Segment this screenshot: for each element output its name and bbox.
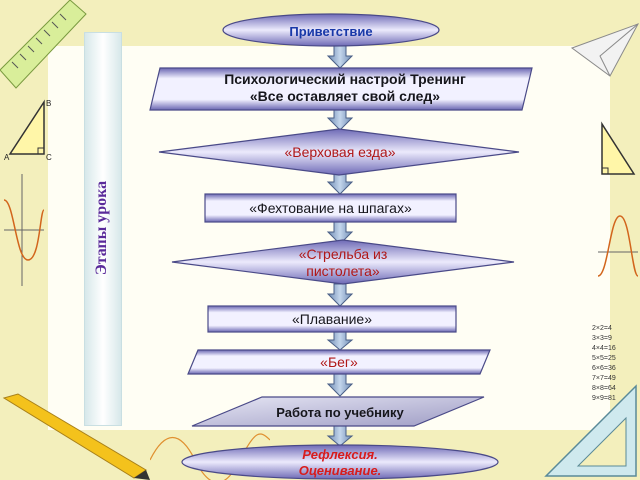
step-horse-riding-label: «Верховая езда» bbox=[284, 144, 396, 160]
step-reflection-label: Рефлексия. Оценивание. bbox=[298, 447, 382, 478]
svg-text:8×8=64: 8×8=64 bbox=[592, 385, 616, 392]
step-shape-diamond bbox=[171, 239, 515, 285]
step-shape-parallelogram bbox=[191, 396, 485, 427]
step-swimming-label: «Плавание» bbox=[292, 311, 372, 327]
flow-arrow bbox=[326, 283, 354, 307]
sine-graph-icon bbox=[3, 174, 45, 286]
svg-text:A: A bbox=[4, 153, 10, 162]
step-fencing: «Фехтование на шпагах» bbox=[205, 194, 456, 222]
step-horse-riding: «Верховая езда» bbox=[220, 139, 460, 165]
ruler-icon bbox=[0, 0, 87, 89]
step-shape-parallelogram bbox=[149, 67, 533, 111]
flow-arrow bbox=[326, 331, 354, 351]
triangle-formula-icon bbox=[601, 121, 636, 175]
step-reflection: Рефлексия. Оценивание. bbox=[270, 446, 410, 480]
step-psych-training: Психологический настрой Тренинг «Все ост… bbox=[210, 60, 480, 116]
step-greeting: Приветствие bbox=[224, 16, 438, 46]
sine-graph-icon bbox=[150, 433, 270, 480]
step-shape-parallelogram bbox=[187, 349, 491, 375]
svg-text:3×3=9: 3×3=9 bbox=[592, 335, 612, 342]
step-shape-oval bbox=[222, 13, 440, 47]
step-running: «Бег» bbox=[198, 350, 480, 374]
sine-graph-icon bbox=[597, 215, 639, 277]
step-textbook-work-label: Работа по учебнику bbox=[276, 404, 404, 420]
svg-text:4×4=16: 4×4=16 bbox=[592, 345, 616, 352]
paper-plane-icon bbox=[570, 23, 640, 77]
svg-text:9×9=81: 9×9=81 bbox=[592, 395, 616, 402]
flow-arrow bbox=[326, 373, 354, 397]
set-square-icon bbox=[544, 384, 637, 477]
svg-text:B: B bbox=[46, 99, 51, 108]
side-band bbox=[84, 32, 122, 426]
step-psych-training-label: Психологический настрой Тренинг «Все ост… bbox=[224, 71, 466, 104]
step-shooting-label: «Стрельба из пистолета» bbox=[298, 246, 388, 279]
svg-text:5×5=25: 5×5=25 bbox=[592, 355, 616, 362]
svg-text:C: C bbox=[46, 153, 52, 162]
step-shape-rect bbox=[204, 193, 457, 223]
svg-text:6×6=36: 6×6=36 bbox=[592, 365, 616, 372]
flow-arrow bbox=[326, 45, 354, 69]
pencil-icon bbox=[2, 393, 150, 480]
step-shape-diamond bbox=[158, 128, 520, 176]
flow-arrow bbox=[326, 221, 354, 245]
flow-arrow bbox=[326, 425, 354, 447]
step-greeting-label: Приветствие bbox=[289, 23, 373, 39]
step-fencing-label: «Фехтование на шпагах» bbox=[249, 200, 412, 216]
step-textbook-work: Работа по учебнику bbox=[270, 397, 410, 427]
svg-text:7×7=49: 7×7=49 bbox=[592, 375, 616, 382]
step-swimming: «Плавание» bbox=[208, 306, 456, 332]
multiplication-table-icon: 2×2=4 3×3=9 4×4=16 5×5=25 6×6=36 7×7=49 8×8… bbox=[592, 325, 616, 402]
triangle-formula-icon: B A C bbox=[4, 99, 52, 162]
step-shape-oval bbox=[181, 444, 499, 480]
step-shape-rect bbox=[207, 305, 457, 333]
step-shooting: «Стрельба из пистолета» bbox=[262, 243, 424, 283]
svg-text:2×2=4: 2×2=4 bbox=[592, 325, 612, 332]
step-running-label: «Бег» bbox=[320, 354, 358, 370]
